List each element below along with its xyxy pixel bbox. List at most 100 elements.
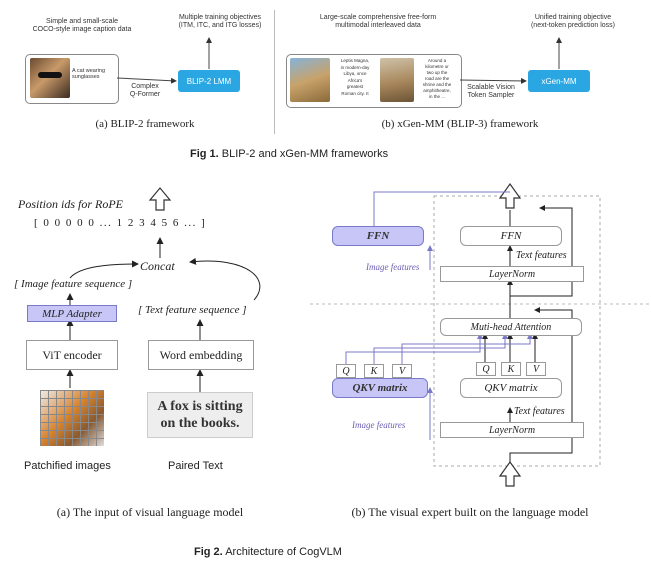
paired-text-box: A fox is sitting on the books.: [147, 392, 253, 438]
blip2-objective-line2: (ITM, ITC, and ITG losses): [178, 22, 262, 29]
k-image-label: K: [370, 365, 378, 377]
xgen-text-a-line3: Libya, once: [343, 71, 367, 77]
input-hollow-arrow: [498, 460, 522, 487]
fig2-caption-text: Architecture of CogVLM: [225, 546, 342, 558]
token-sampler-label: Scalable Vision Token Sampler: [460, 84, 522, 100]
qformer-line1: Complex: [131, 83, 159, 90]
rope-label: Position ids for RoPE: [18, 197, 123, 211]
text-features-bottom: Text features: [514, 406, 565, 417]
fig2-left-subcaption: (a) The input of visual language model: [56, 505, 244, 519]
image-features-bottom: Image features: [352, 420, 406, 430]
fig2-caption-prefix: Fig 2.: [194, 546, 223, 558]
paired-text-line1: A fox is sitting: [157, 399, 243, 414]
cat-caption-text: A cat wearing sunglasses: [72, 68, 114, 80]
xgen-mm-box: xGen-MM: [528, 70, 590, 92]
ffn-image-out: [373, 191, 510, 226]
ruins-photo-image: [290, 58, 330, 102]
image-seq-label: [ Image feature sequence ]: [14, 278, 133, 290]
k-text-box: K: [501, 362, 521, 376]
mlp-adapter-label: MLP Adapter: [42, 307, 102, 320]
cat-photo-image: [30, 58, 70, 98]
fig1: Simple and small-scale COCO-style image …: [0, 0, 651, 170]
fig2-right: FFN FFN Text features Image features Lay…: [310, 170, 651, 530]
image-features-top: Image features: [366, 262, 420, 272]
q-image-label: Q: [342, 365, 350, 377]
blip2-data-label: Simple and small-scale COCO-style image …: [12, 18, 152, 34]
qkv-text-label: QKV matrix: [484, 382, 538, 394]
qkv-img-v-to-attention: [401, 333, 533, 364]
xgen-objective-line1: Unified training objective: [534, 14, 612, 21]
output-hollow-arrow: [498, 182, 522, 209]
ffn-image-label: FFN: [366, 230, 390, 242]
ffn-text-label: FFN: [500, 230, 522, 242]
attention-box: Muti-head Attention: [440, 318, 582, 336]
layernorm-top-box: LayerNorm: [440, 266, 584, 282]
layer-dashed-boundary: [433, 195, 601, 467]
fig1-caption: Fig 1. BLIP-2 and xGen-MM frameworks: [190, 148, 490, 160]
xgen-text-b-line1: Around a: [427, 58, 447, 63]
v-image-label: V: [398, 365, 406, 377]
xgen-mm-label: xGen-MM: [541, 76, 577, 86]
blip2-lmm-box: BLIP-2 LMM: [178, 70, 240, 92]
qkv-img-k-to-attention: [373, 333, 508, 364]
xgen-text-b-line2: kilometre or: [425, 64, 449, 69]
ffn-text-box: FFN: [460, 226, 562, 246]
xgen-data-line1: Large-scale comprehensive free-form: [319, 14, 437, 21]
xgen-text-a: Leptis Magna, in modern-day Libya, once …: [333, 58, 377, 98]
cat-caption-line2: sunglasses: [72, 74, 100, 80]
image-seq-to-concat-arrow: [69, 260, 139, 279]
xgen-text-a-line1: Leptis Magna,: [340, 58, 370, 63]
patchified-label: Patchified images: [24, 460, 111, 472]
blip2-data-label-line2: COCO-style image caption data: [32, 26, 132, 33]
xgen-text-b-line3: two up the: [426, 70, 448, 75]
text-seq-label: [ Text feature sequence ]: [138, 304, 247, 316]
fig2-left: Position ids for RoPE [ 0 0 0 0 0 ... 1 …: [0, 170, 310, 530]
v-text-box: V: [526, 362, 546, 376]
position-ids: [ 0 0 0 0 0 ... 1 2 3 4 5 6 ... ]: [34, 217, 207, 229]
qkv-text-box: QKV matrix: [460, 378, 562, 398]
qkv-image-box: QKV matrix: [332, 378, 428, 398]
fig1-caption-prefix: Fig 1.: [190, 148, 219, 160]
k-image-box: K: [364, 364, 384, 378]
rope-up-hollow-arrow: [148, 187, 172, 211]
concat-label: Concat: [140, 259, 175, 273]
blip2-data-label-line1: Simple and small-scale: [46, 18, 118, 25]
sunglasses-icon: [38, 72, 62, 78]
xgen-text-b-line6: amphitheatre,: [423, 88, 451, 93]
qkv-img-q-to-attention: [345, 333, 483, 364]
k-text-label: K: [507, 363, 515, 375]
text-seq-to-concat-arrow: [189, 257, 261, 301]
layernorm-bottom-box: LayerNorm: [440, 422, 584, 438]
xgen-text-b-line4: road are the: [424, 76, 450, 81]
cat-caption-line1: A cat wearing: [72, 68, 106, 74]
xgen-data-line2: multimodal interleaved data: [335, 22, 421, 29]
xgen-text-a-line5: greatest: [346, 84, 364, 90]
residual-bottom-line: [509, 307, 573, 462]
q-text-label: Q: [482, 363, 490, 375]
paired-text-label: Paired Text: [168, 460, 223, 472]
xgen-connector-arrow: [459, 77, 527, 84]
fig2-caption: Fig 2. Architecture of CogVLM: [194, 546, 494, 558]
q-image-box: Q: [336, 364, 356, 378]
blip2-lmm-label: BLIP-2 LMM: [186, 76, 232, 86]
xgen-text-b: Around a kilometre or two up the road ar…: [415, 58, 459, 100]
xgen-subcaption: (b) xGen-MM (BLIP-3) framework: [381, 118, 539, 130]
token-sampler-line2: Token Sampler: [467, 92, 515, 99]
vit-encoder-label: ViT encoder: [42, 347, 102, 362]
paired-text-line2: on the books.: [160, 416, 240, 431]
shrine-photo-image: [380, 58, 414, 102]
fig2-right-subcaption: (b) The visual expert built on the langu…: [351, 505, 589, 519]
fig2-right-arrows: [310, 182, 651, 487]
token-sampler-line1: Scalable Vision: [467, 84, 515, 91]
fig2-left-arrows: [66, 187, 261, 392]
patchified-image: [40, 390, 104, 446]
fig1-caption-text: BLIP-2 and xGen-MM frameworks: [221, 148, 389, 160]
layernorm-bottom-label: LayerNorm: [488, 424, 536, 436]
xgen-text-a-line2: in modern-day: [340, 64, 370, 70]
xgen-data-label: Large-scale comprehensive free-form mult…: [288, 14, 468, 30]
v-text-label: V: [532, 363, 540, 375]
word-embedding-label: Word embedding: [159, 347, 243, 362]
blip2-objective-label: Multiple training objectives (ITM, ITC, …: [150, 14, 290, 30]
xgen-text-a-line4: Africa's: [347, 77, 363, 83]
xgen-objective-label: Unified training objective (next-token p…: [508, 14, 638, 30]
